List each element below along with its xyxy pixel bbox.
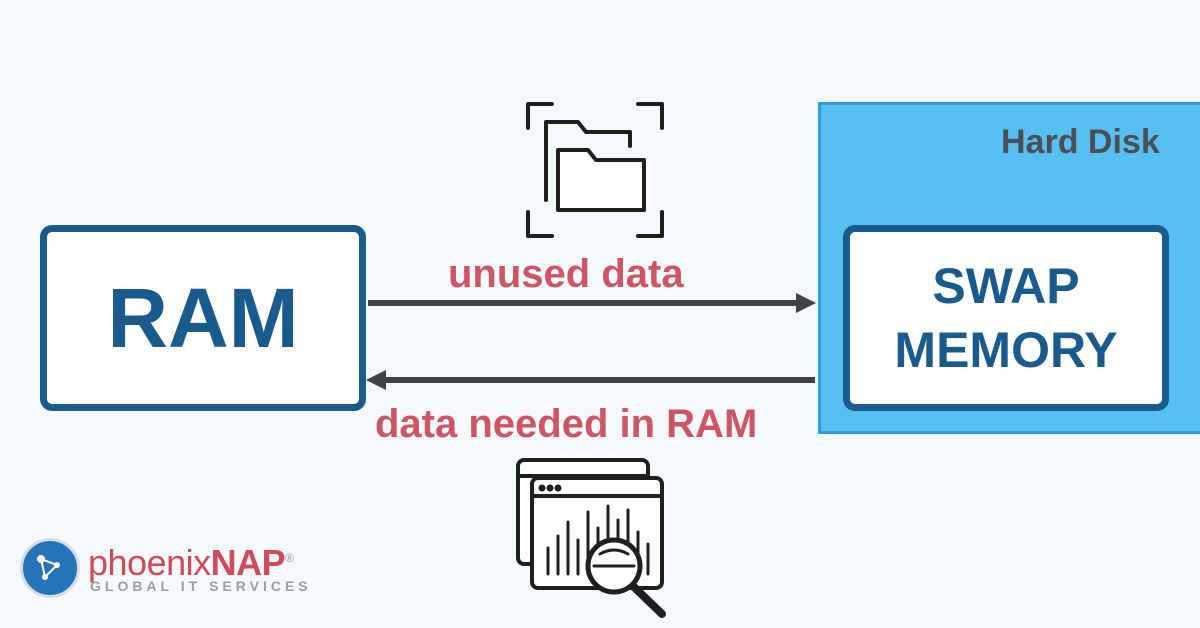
phoenixnap-logo: phoenixNAP® GLOBAL IT SERVICES [20,536,340,602]
arrow-to-ram [366,370,815,390]
folders-icon [526,102,664,238]
brand-tagline: GLOBAL IT SERVICES [90,578,312,594]
unused-data-label: unused data [448,252,684,296]
brand-name-part2: NAP [210,542,286,583]
registered-mark: ® [285,551,294,565]
analytics-search-icon [516,458,666,618]
swap-label-line1: SWAP [932,258,1080,314]
hard-disk-region: Hard Disk SWAP MEMORY [818,102,1200,434]
swap-label-line2: MEMORY [894,322,1118,378]
hard-disk-label: Hard Disk [1001,123,1160,161]
ram-label: RAM [107,270,299,365]
swap-memory-box: SWAP MEMORY [843,225,1169,411]
phoenixnap-logo-icon [20,538,80,598]
ram-box: RAM [40,225,366,411]
data-needed-label: data needed in RAM [375,402,758,446]
brand-name: phoenixNAP® [88,542,294,584]
arrow-to-swap [368,293,816,313]
brand-name-part1: phoenix [88,542,211,583]
